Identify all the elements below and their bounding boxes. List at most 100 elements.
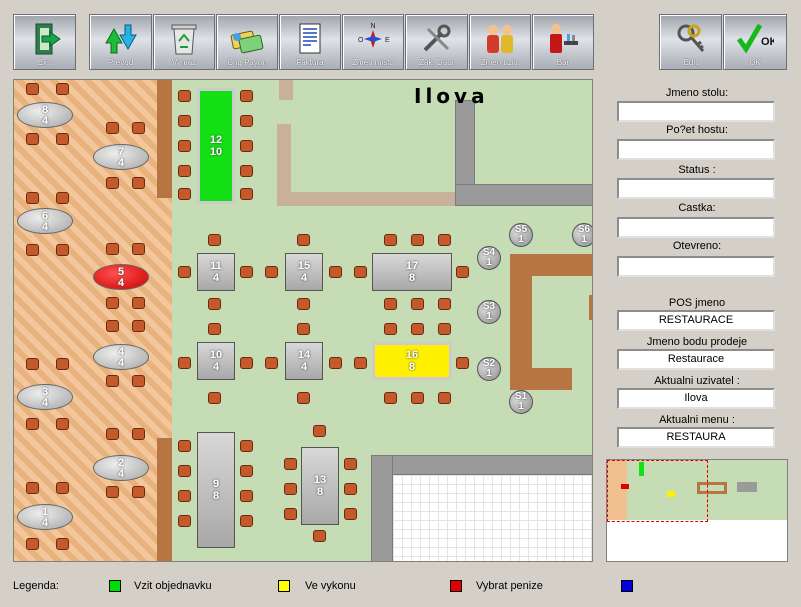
- chair: [178, 140, 191, 152]
- table-number: 9: [212, 478, 220, 490]
- ok-label: OK: [749, 58, 761, 67]
- amount-field[interactable]: [617, 217, 775, 238]
- exit-button[interactable]: Exit: [13, 14, 76, 70]
- chair: [240, 165, 253, 177]
- chair: [456, 357, 469, 369]
- exit-door-icon: [35, 23, 61, 55]
- floor-minimap[interactable]: [606, 459, 788, 562]
- chair: [56, 358, 69, 370]
- chair: [106, 122, 119, 134]
- chair: [106, 486, 119, 498]
- chair: [456, 266, 469, 278]
- edit-button[interactable]: Edit: [659, 14, 722, 70]
- sale-point-label: Jmeno bodu prodeje: [646, 336, 748, 348]
- zmen-uziv-label: Zmen uziv.: [480, 58, 520, 67]
- pos-name-field[interactable]: RESTAURACE: [617, 310, 775, 331]
- status-field[interactable]: [617, 178, 775, 199]
- chair: [384, 323, 397, 335]
- current-menu-field[interactable]: RESTAURA: [617, 427, 775, 448]
- guest-count-field[interactable]: [617, 139, 775, 160]
- chair: [344, 458, 357, 470]
- table-guests: 10: [209, 146, 223, 158]
- bar-counter: [589, 295, 592, 320]
- legend: Legenda: Vzit objednavku Ve vykonu Vybra…: [0, 575, 801, 597]
- zak-data-button[interactable]: Zak. Data: [405, 14, 468, 70]
- current-user-label: Aktualni uzivatel :: [654, 375, 740, 387]
- legend-item-in-progress: Ve vykonu: [305, 580, 356, 592]
- opened-field[interactable]: [617, 256, 775, 277]
- vymaz-label: Vymaz: [171, 58, 197, 67]
- faktura-button[interactable]: Faktura: [279, 14, 341, 70]
- chair: [26, 482, 39, 494]
- current-user-field[interactable]: Ilova: [617, 388, 775, 409]
- legend-item-collect: Vybrat penize: [476, 580, 543, 592]
- chair: [178, 357, 191, 369]
- floor-plan[interactable]: Ilova: [13, 79, 593, 562]
- wall-segment: [277, 124, 291, 206]
- table-number: 12: [209, 134, 223, 146]
- table-guests: 4: [117, 277, 125, 289]
- chair: [240, 465, 253, 477]
- sale-point-field[interactable]: Restaurace: [617, 349, 775, 370]
- wood-divider: [157, 80, 172, 198]
- ok-button[interactable]: OK OK: [723, 14, 787, 70]
- minimap-viewport[interactable]: [607, 460, 708, 522]
- table-number: 16: [405, 349, 419, 361]
- table-number: 15: [297, 260, 311, 272]
- vymaz-button[interactable]: Vymaz: [153, 14, 215, 70]
- table-guests: 4: [41, 517, 49, 529]
- status-label: Status :: [678, 164, 716, 176]
- table-guests: 4: [117, 468, 125, 480]
- chair: [56, 418, 69, 430]
- chair: [26, 244, 39, 256]
- legend-title: Legenda:: [13, 580, 59, 592]
- chair: [132, 320, 145, 332]
- prevod-button[interactable]: Prevod: [89, 14, 152, 70]
- chair: [56, 482, 69, 494]
- legend-green-swatch: [109, 580, 121, 592]
- chair: [265, 357, 278, 369]
- zmen-misto-label: Zmen misto: [352, 58, 394, 67]
- chair: [132, 375, 145, 387]
- chair: [178, 440, 191, 452]
- table-number: 11: [210, 260, 222, 272]
- table-name-field[interactable]: [617, 101, 775, 122]
- table-guests: 4: [41, 115, 49, 127]
- zmen-uziv-button[interactable]: Zmen uziv.: [469, 14, 531, 70]
- chair: [56, 538, 69, 550]
- minimap-table: [639, 462, 644, 476]
- bar-button[interactable]: Bar: [532, 14, 594, 70]
- chair: [354, 266, 367, 278]
- table-guests: 8: [408, 272, 416, 284]
- chair: [106, 375, 119, 387]
- chg-paym-button[interactable]: Chg Paym.: [216, 14, 278, 70]
- chair: [240, 357, 253, 369]
- opened-label: Otevreno:: [672, 240, 722, 252]
- chair: [240, 188, 253, 200]
- table-number: 6: [41, 210, 49, 222]
